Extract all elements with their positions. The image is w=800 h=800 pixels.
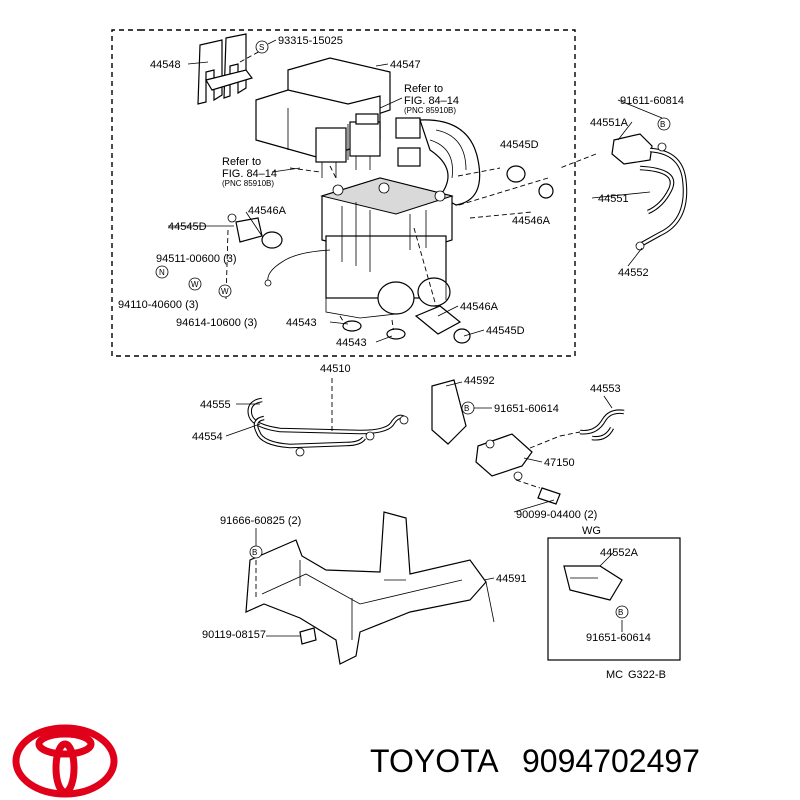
brand-part-number: 9094702497 xyxy=(522,743,700,779)
seal-n-icon: N xyxy=(159,268,165,277)
wg-inset: B xyxy=(547,537,681,661)
label-44592: 44592 xyxy=(464,375,495,387)
label-91611-60814: 91611-60814 xyxy=(620,95,684,107)
actuator-connectors xyxy=(395,117,481,206)
label-44546a-right: 44546A xyxy=(512,215,551,227)
guide-lines-top xyxy=(220,49,597,335)
label-44546a-low: 44546A xyxy=(460,301,499,313)
label-47150: 47150 xyxy=(544,457,575,469)
bracket-44592: B xyxy=(431,379,475,445)
seal-w-94614: W xyxy=(218,284,232,298)
label-90099-04400: 90099-04400 (2) xyxy=(516,509,597,521)
assembly-frame xyxy=(111,29,576,357)
label-44548: 44548 xyxy=(150,59,181,71)
label-94110-40600: 94110-40600 (3) xyxy=(118,299,199,311)
label-44510: 44510 xyxy=(320,363,351,375)
seal-w-icon: W xyxy=(191,280,199,289)
label-44555: 44555 xyxy=(200,399,231,411)
seal-b-icon: B xyxy=(660,120,665,129)
seal-n-94110: N xyxy=(155,265,169,279)
label-refer-b-1: Refer to xyxy=(222,156,261,168)
label-refer-a-2: FIG. 84–14 xyxy=(404,95,459,107)
label-44553: 44553 xyxy=(590,383,621,395)
svg-text:B: B xyxy=(618,608,623,617)
label-44545d-top: 44545D xyxy=(500,139,539,151)
label-44591: 44591 xyxy=(496,573,527,585)
label-refer-b-3: (PNC 85910B) xyxy=(222,179,274,188)
toyota-logo-icon xyxy=(12,724,118,798)
label-44543-a: 44543 xyxy=(286,317,317,329)
label-94614-10600: 94614-10600 (3) xyxy=(176,317,257,329)
label-refer-a-3: (PNC 85910B) xyxy=(404,106,456,115)
bracket-44548 xyxy=(197,33,253,105)
leader-lines xyxy=(168,39,663,637)
label-refer-a-1: Refer to xyxy=(404,83,443,95)
bracket-44591: B xyxy=(245,511,495,665)
abs-actuator-44510 xyxy=(264,177,454,319)
brake-tubes-44554-44555 xyxy=(247,397,409,457)
label-44543-b: 44543 xyxy=(336,337,367,349)
label-44554: 44554 xyxy=(192,431,223,443)
seal-w-94511: W xyxy=(188,277,202,291)
svg-text:B: B xyxy=(252,548,257,557)
label-wg: WG xyxy=(582,525,601,537)
label-91651-60614-mid: 91651-60614 xyxy=(494,403,559,415)
solenoid-44545d-left xyxy=(227,213,283,249)
label-94511-00600: 94511-00600 (3) xyxy=(156,253,237,265)
label-code-mc: MC xyxy=(606,669,623,681)
label-91666-60825: 91666-60825 (2) xyxy=(220,515,301,527)
valve-47150 xyxy=(475,433,561,505)
label-93315-15025: 93315-15025 xyxy=(278,35,343,47)
label-44546a-left: 44546A xyxy=(248,205,287,217)
seal-44546a-top xyxy=(506,165,554,199)
label-44547: 44547 xyxy=(390,59,421,71)
label-refer-b-2: FIG. 84–14 xyxy=(222,168,277,180)
label-code-g322b: G322-B xyxy=(628,669,666,681)
tube-44553 xyxy=(559,409,625,441)
seal-s-icon: S xyxy=(259,43,264,52)
label-44552: 44552 xyxy=(618,267,649,279)
label-44551a: 44551A xyxy=(590,117,629,129)
svg-text:B: B xyxy=(464,404,469,413)
svg-text:W: W xyxy=(221,287,229,296)
label-44545d-low: 44545D xyxy=(486,325,525,337)
relays xyxy=(315,113,381,178)
brand-name: TOYOTA xyxy=(370,743,499,779)
label-44552a: 44552A xyxy=(600,547,639,559)
label-90119-08157: 90119-08157 xyxy=(202,629,266,641)
label-44551: 44551 xyxy=(598,193,629,205)
relay-cover-44547 xyxy=(255,57,391,160)
sensor-44551: B xyxy=(611,117,688,251)
label-91651-60614-wg: 91651-60614 xyxy=(586,632,651,644)
seal-s-93315: S xyxy=(255,40,269,54)
solenoid-44545d-low xyxy=(342,305,471,344)
label-44545d-left: 44545D xyxy=(168,221,207,233)
callout-labels: 44548 93315-15025 44547 Refer to FIG. 84… xyxy=(118,35,684,681)
